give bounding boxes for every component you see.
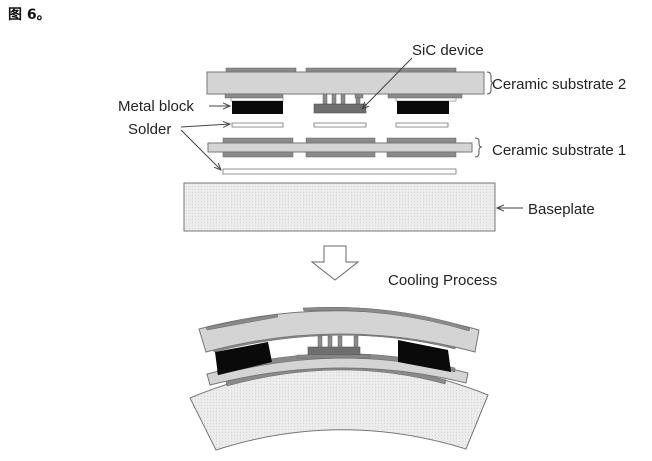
label-metal-block: Metal block [118,98,194,115]
copper-s1-top-right [386,137,457,144]
solder-preform-left [231,122,284,128]
sic-device-warped [307,346,361,356]
metal-block-left-warped [215,342,272,375]
ceramic-substrate-1 [207,142,473,153]
copper-s1-bottom-center [305,151,376,158]
copper-s1-bottom-left [222,151,294,158]
copper-top-left [225,67,297,73]
label-ceramic-substrate-1: Ceramic substrate 1 [492,142,626,159]
metal-block-right [397,101,449,114]
solder-preform-center [313,122,367,128]
metal-block-right-warped [398,340,451,372]
stack-after-cooling [189,306,489,451]
ceramic-substrate-2 [206,71,485,95]
figure-title: 图 6。 [8,7,51,23]
label-sic-device: SiC device [412,42,484,59]
down-arrow-icon [310,245,360,281]
labels: SiC device Ceramic substrate 2 Metal blo… [118,42,626,218]
solder-preform-right [395,122,449,128]
copper-s1-top-center [305,137,376,144]
label-ceramic-substrate-2: Ceramic substrate 2 [492,76,626,93]
baseplate [183,182,496,232]
solder-layer-baseplate [222,168,457,175]
copper-top-right [305,67,457,73]
stack-before-cooling [183,67,496,232]
sic-device [313,103,367,114]
copper-s1-bottom-right [386,151,457,158]
label-baseplate: Baseplate [528,201,595,218]
copper-s1-top-left [222,137,294,144]
ceramic-substrate-2-warped [198,310,480,353]
label-solder: Solder [128,121,171,138]
label-cooling-process: Cooling Process [388,272,497,289]
copper-bottom-left [224,93,284,99]
copper-bottom-right [387,93,463,99]
metal-block-left [232,101,283,114]
